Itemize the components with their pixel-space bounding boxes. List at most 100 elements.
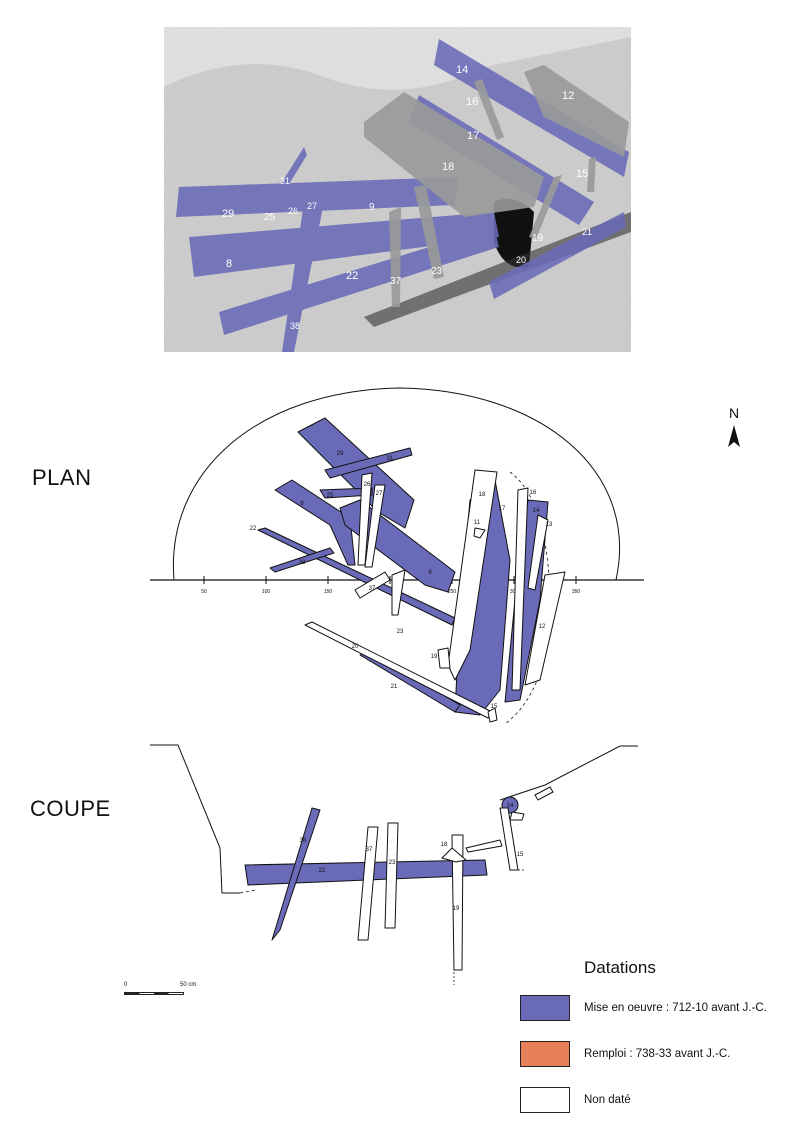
plan-label: 13 — [546, 522, 553, 528]
plan-label: 14 — [533, 508, 540, 514]
photo-plank-12 — [524, 65, 629, 157]
photo-label: 19 — [532, 233, 544, 244]
coupe-label: 15 — [517, 852, 524, 858]
plan-label: 8 — [300, 501, 304, 507]
photo-plank-21 — [489, 212, 626, 299]
plan-label: 16 — [530, 490, 537, 496]
coupe-label: 19 — [453, 906, 460, 912]
photo-label: 21 — [582, 227, 592, 237]
scale-bar-graphic — [124, 992, 184, 995]
plan-plank-19 — [437, 647, 451, 669]
plan-label: 38 — [299, 560, 306, 566]
legend-swatch-white — [520, 1087, 570, 1113]
legend-label: Mise en oeuvre : 712-10 avant J.-C. — [584, 1002, 767, 1014]
north-arrow: N — [722, 405, 746, 459]
coupe-label: 22 — [319, 868, 326, 874]
photo-svg: 14 16 12 17 18 15 31 29 25 26 27 9 19 21… — [164, 27, 631, 352]
coupe-white-planks — [357, 807, 525, 971]
legend-title: Datations — [584, 958, 656, 977]
coupe-label: 18 — [441, 842, 448, 848]
plan-plank-37 — [354, 571, 391, 599]
plan-label: 29 — [337, 451, 344, 457]
coupe-number-labels: 14 18 15 38 37 23 22 19 — [300, 803, 524, 912]
north-arrow-icon — [728, 425, 740, 447]
plan-plank-11 — [473, 527, 486, 539]
excavation-photo: 14 16 12 17 18 15 31 29 25 26 27 9 19 21… — [164, 27, 631, 352]
plan-label: 18 — [479, 492, 486, 498]
photo-plank-37 — [389, 207, 401, 307]
legend-item-mise-en-oeuvre: Mise en oeuvre : 712-10 avant J.-C. — [520, 994, 790, 1022]
plan-pit-outline — [172, 387, 621, 581]
photo-plank-14 — [434, 39, 629, 177]
photo-label: 15 — [576, 168, 588, 180]
axis-tick-label: 100 — [262, 589, 271, 595]
legend-item-remploi: Remploi : 738-33 avant J.-C. — [520, 1040, 790, 1068]
photo-label: 38 — [290, 321, 300, 331]
coupe-plank-16 — [509, 811, 525, 821]
photo-plank-38 — [282, 202, 324, 352]
photo-label: 27 — [307, 201, 317, 211]
plan-label: 9 — [428, 570, 432, 576]
plan-label: 15 — [491, 704, 498, 710]
plan-label: 23 — [397, 629, 404, 635]
photo-dark-hole — [494, 198, 534, 268]
photo-label: 20 — [516, 255, 526, 265]
plan-label: 26 — [364, 482, 371, 488]
plan-number-labels: 29 31 26 27 25 8 22 38 9 18 16 17 14 13 … — [250, 451, 553, 710]
photo-plank-19 — [529, 175, 562, 239]
plan-plank-15 — [487, 707, 498, 723]
axis-tick-label: 250 — [448, 589, 457, 595]
plan-plank-9 — [339, 499, 456, 593]
plan-label: 19 — [431, 654, 438, 660]
photo-label: 9 — [369, 202, 375, 213]
photo-plank-15 — [587, 157, 596, 192]
plan-plank-12 — [524, 571, 566, 686]
plan-plank-27 — [364, 484, 386, 568]
legend-label: Non daté — [584, 1094, 631, 1106]
photo-light-area — [164, 27, 631, 90]
photo-label: 17 — [467, 130, 479, 142]
coupe-profile-dash — [239, 889, 257, 894]
scale-end-label: 50 cm — [180, 982, 197, 988]
plan-label: 17 — [499, 506, 506, 512]
coupe-plank-38 — [271, 807, 321, 941]
plan-label: 12 — [539, 624, 546, 630]
legend-item-non-date: Non daté — [520, 1086, 790, 1114]
plan-label: 31 — [387, 456, 394, 462]
plan-plank-25 — [319, 487, 373, 499]
plan-plank-16 — [511, 487, 529, 691]
plan-label: 37 — [369, 586, 376, 592]
photo-plank-8 — [189, 212, 499, 277]
plan-label: 25 — [327, 493, 334, 499]
legend-label: Remploi : 738-33 avant J.-C. — [584, 1048, 731, 1060]
plan-blue-planks — [257, 417, 549, 716]
coupe-title: COUPE — [30, 796, 111, 821]
plan-title: PLAN — [32, 465, 92, 490]
coupe-profile-right — [499, 745, 638, 801]
plan-plank-13 — [527, 514, 549, 591]
coupe-label: 38 — [300, 838, 307, 844]
plan-plank-8 — [274, 479, 356, 566]
photo-label: 16 — [466, 96, 478, 108]
photo-label: 25 — [264, 212, 276, 223]
legend-swatch-blue — [520, 995, 570, 1021]
photo-label: 29 — [222, 208, 234, 220]
coupe-drawing: 14 18 15 38 37 23 22 19 — [150, 744, 638, 985]
plan-label: 27 — [376, 491, 383, 497]
scale-start-label: 0 — [124, 982, 128, 988]
photo-plank-16 — [474, 79, 504, 140]
photo-label: 37 — [390, 276, 402, 287]
axis-tick-label: 150 — [324, 589, 333, 595]
coupe-plank-18 — [441, 847, 467, 863]
legend: Datations Mise en oeuvre : 712-10 avant … — [520, 958, 790, 1132]
plan-drawing: 50 100 150 200 250 300 350 29 31 — [150, 387, 644, 725]
photo-plank-23 — [414, 185, 444, 279]
scale-bar: 0 50 cm — [120, 982, 200, 1004]
plan-label: 22 — [250, 526, 257, 532]
north-letter: N — [728, 405, 740, 421]
photo-shadow — [364, 212, 631, 327]
plan-plank-38 — [269, 547, 335, 573]
photo-label: 31 — [280, 176, 290, 186]
plan-label: 11 — [474, 520, 481, 526]
coupe-plank-23 — [384, 822, 399, 929]
